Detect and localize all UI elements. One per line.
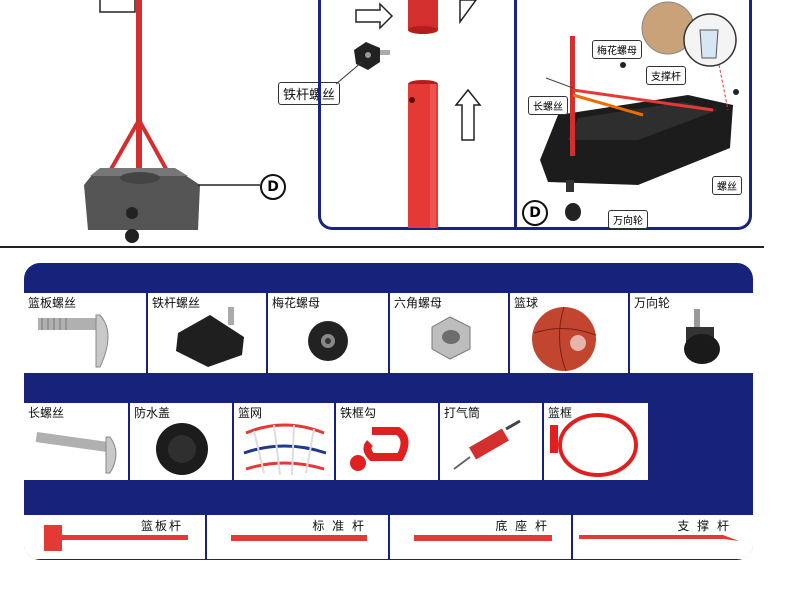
callout-support-rod: 支撑杆	[646, 66, 686, 85]
rod-icon	[231, 535, 367, 541]
part-label: 篮板杆	[140, 519, 183, 533]
basketball-icon	[532, 306, 597, 372]
part-label: 梅花螺母	[272, 296, 321, 310]
part-label: 打气筒	[444, 406, 481, 420]
pole-insertion-illustration	[340, 0, 510, 228]
part-rim: 篮框	[544, 403, 648, 480]
part-basketball: 篮球	[510, 293, 630, 373]
part-label: 标 准 杆	[312, 519, 366, 533]
part-label: 篮板螺丝	[28, 296, 77, 310]
knob-screw-icon	[176, 307, 244, 367]
base-assembly-drawing	[540, 1, 739, 221]
part-long-screw: 长螺丝	[24, 403, 130, 480]
parts-row-2: 长螺丝 防水盖 篮网 铁框勾	[24, 403, 648, 480]
part-label: 六角螺母	[394, 296, 443, 310]
callout-flower-nut: 梅花螺母	[592, 40, 642, 59]
hex-nut-icon	[431, 316, 471, 360]
part-caster-wheel: 万向轮	[630, 293, 753, 373]
callout-iron-screw: 铁杆螺丝	[278, 82, 341, 105]
parts-list-panel: 篮板螺丝 铁杆螺丝 梅花螺母 六角螺母	[24, 263, 753, 560]
part-support-rod: 支 撑 杆	[573, 515, 753, 559]
section-divider	[0, 246, 764, 248]
pump-icon	[453, 419, 521, 470]
pole-insertion-drawing	[355, 0, 482, 228]
carriage-bolt-icon	[38, 314, 109, 368]
part-label: 篮框	[548, 406, 573, 420]
part-flower-nut: 梅花螺母	[268, 293, 390, 373]
part-backboard-rod: 篮板杆	[24, 515, 207, 559]
part-pump: 打气筒	[440, 403, 544, 480]
stand-illustration: D	[60, 0, 290, 246]
net-icon	[243, 423, 327, 476]
part-label: 铁杆螺丝	[152, 296, 201, 310]
flower-nut-icon	[308, 321, 348, 361]
caster-wheel-icon	[684, 309, 720, 364]
cap-icon	[156, 423, 208, 475]
part-backboard-screw: 篮板螺丝	[24, 293, 148, 373]
part-label: 支 撑 杆	[677, 519, 731, 533]
parts-row-1: 篮板螺丝 铁杆螺丝 梅花螺母 六角螺母	[24, 293, 753, 373]
part-label: 铁框勾	[340, 406, 377, 420]
part-label: 万向轮	[634, 296, 671, 310]
part-net: 篮网	[234, 403, 336, 480]
part-iron-rod-screw: 铁杆螺丝	[148, 293, 268, 373]
panel-divider	[514, 0, 517, 228]
part-label: 篮网	[238, 406, 263, 420]
part-label: 长螺丝	[28, 406, 65, 420]
part-rim-hook: 铁框勾	[336, 403, 440, 480]
part-hex-nut: 六角螺母	[390, 293, 510, 373]
callout-screw: 螺丝	[712, 176, 742, 195]
assembly-panel	[318, 0, 752, 230]
callout-long-screw: 长螺丝	[528, 96, 568, 115]
rod-icon	[44, 525, 188, 551]
callout-wheel: 万向轮	[608, 210, 648, 229]
letter-d-right: D	[522, 200, 548, 226]
part-waterproof-cap: 防水盖	[130, 403, 234, 480]
hook-icon	[350, 427, 409, 471]
part-label: 篮球	[514, 296, 539, 310]
part-standard-rod: 标 准 杆	[207, 515, 390, 559]
callout-leader	[335, 61, 363, 85]
part-base-rod: 底 座 杆	[390, 515, 573, 559]
base-assembly-illustration: 梅花螺母 支撑杆 长螺丝 螺丝 万向轮 D	[518, 0, 750, 229]
parts-row-3: 篮板杆 标 准 杆 底 座 杆 支 撑 杆	[24, 515, 753, 559]
stand-drawing	[84, 0, 260, 243]
rim-icon	[550, 413, 638, 477]
letter-d-left: D	[260, 174, 286, 200]
rod-icon	[579, 535, 739, 541]
long-screw-icon	[35, 432, 117, 474]
rod-icon	[414, 535, 552, 541]
part-label: 底 座 杆	[495, 519, 549, 533]
part-label: 防水盖	[134, 406, 171, 420]
